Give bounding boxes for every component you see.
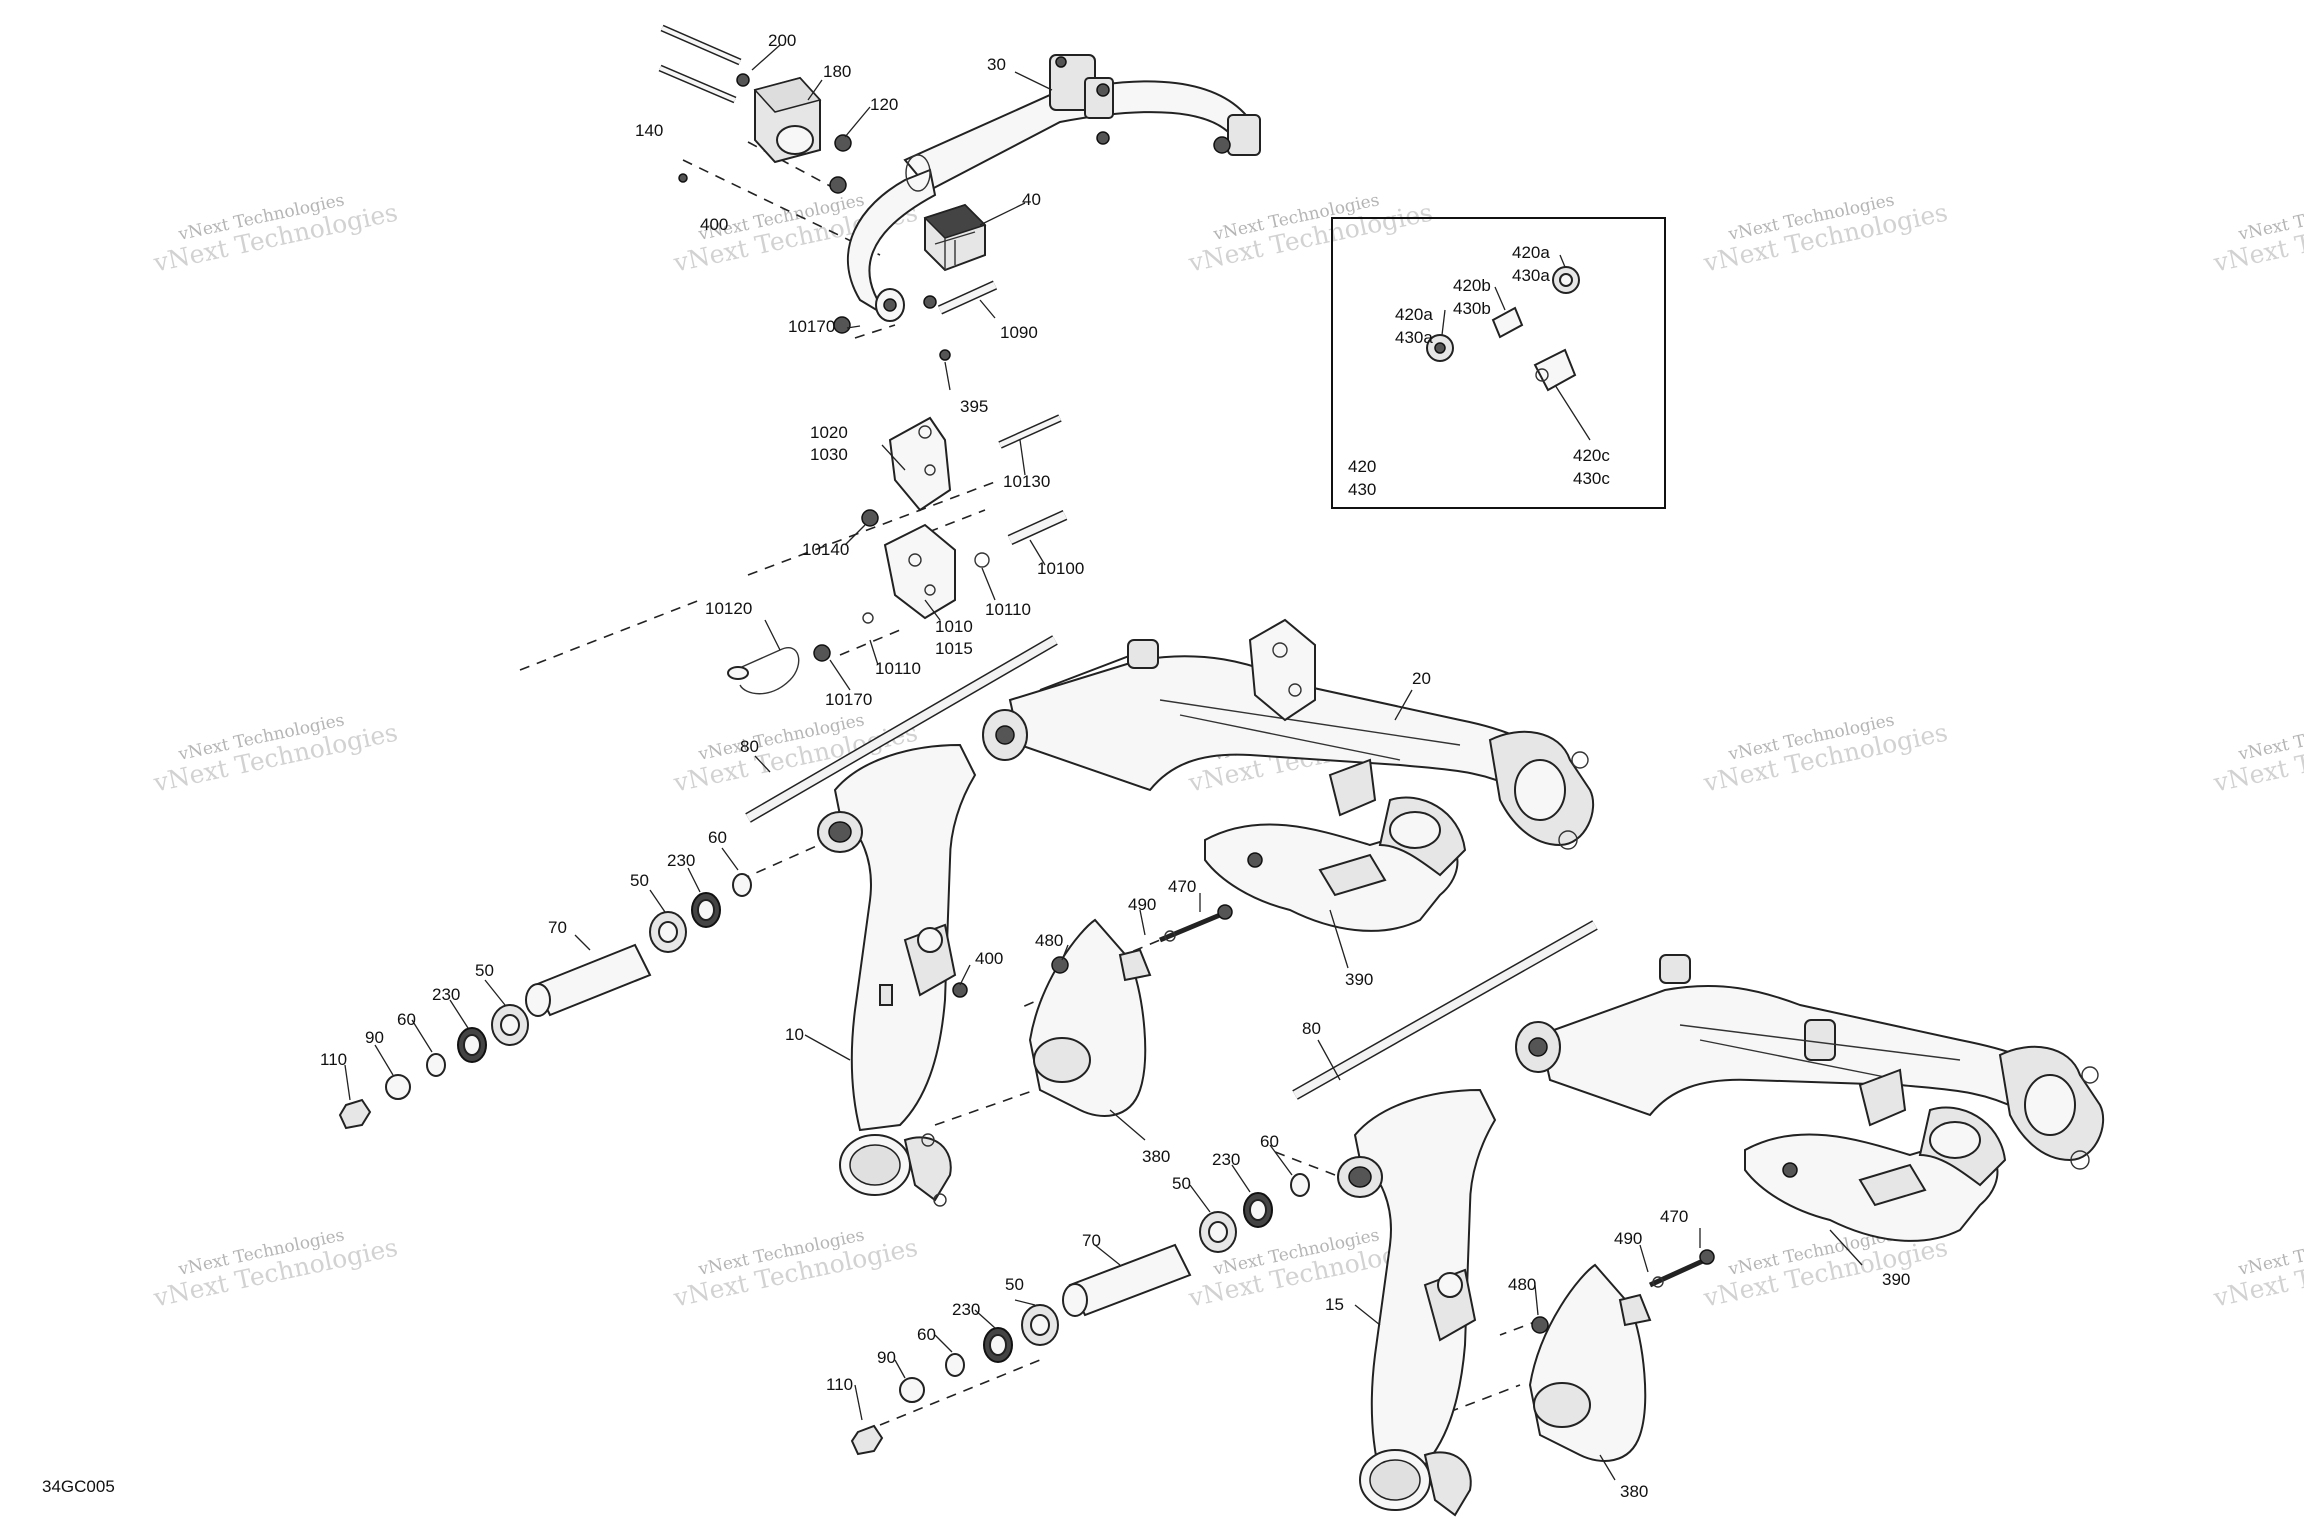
callout-label: 480 bbox=[1035, 931, 1063, 950]
callout-label: 80 bbox=[1302, 1019, 1321, 1038]
callout-label: 60 bbox=[1260, 1132, 1279, 1151]
callout-label: 90 bbox=[877, 1348, 896, 1367]
hair-pin-clip bbox=[727, 647, 800, 695]
trailing-arm-upper bbox=[982, 618, 1595, 850]
callout-label: 15 bbox=[1325, 1295, 1344, 1314]
callout-label: 10110 bbox=[875, 659, 921, 678]
callout-label: 180 bbox=[823, 62, 851, 81]
callout-label: 400 bbox=[700, 215, 728, 234]
callout-label: 200 bbox=[768, 31, 796, 50]
inset-label: 420 bbox=[1348, 457, 1376, 476]
callout-label: 120 bbox=[870, 95, 898, 114]
inset-label: 430a bbox=[1395, 328, 1433, 347]
callout-label: 230 bbox=[1212, 1150, 1240, 1169]
callout-label: 490 bbox=[1128, 895, 1156, 914]
bearing-stack-right-lower bbox=[850, 1173, 1310, 1456]
inset-label: 430 bbox=[1348, 480, 1376, 499]
callout-label: 10170 bbox=[788, 317, 835, 336]
callout-label: 380 bbox=[1142, 1147, 1170, 1166]
trailing-arm-upper-right bbox=[1515, 954, 2105, 1170]
callout-label: 230 bbox=[432, 985, 460, 1004]
callout-label: 10120 bbox=[705, 599, 752, 618]
clamp-bracket bbox=[658, 24, 852, 194]
callout-label: 10130 bbox=[1003, 472, 1050, 491]
bearing-stack-left-upper bbox=[338, 873, 752, 1130]
pivot-shaft-lower bbox=[1292, 920, 1598, 1100]
callout-labels: 200 180 30 120 140 400 40 10170 1090 395… bbox=[42, 31, 1910, 1501]
callout-label: 140 bbox=[635, 121, 663, 140]
diagram-code: 34GC005 bbox=[42, 1477, 115, 1496]
callout-label: 1090 bbox=[1000, 323, 1038, 342]
inset-label: 430b bbox=[1453, 299, 1491, 318]
detail-inset bbox=[1331, 217, 1666, 509]
inset-label: 420c bbox=[1573, 446, 1610, 465]
callout-label: 10170 bbox=[825, 690, 872, 709]
callout-label: 10140 bbox=[802, 540, 849, 559]
trailing-arm-lower-right bbox=[1337, 1088, 1497, 1517]
callout-label: 110 bbox=[826, 1375, 853, 1394]
callout-label: 60 bbox=[708, 828, 727, 847]
callout-label: 400 bbox=[975, 949, 1003, 968]
bushing-block bbox=[923, 203, 987, 272]
callout-label: 10 bbox=[785, 1025, 804, 1044]
callout-label: 40 bbox=[1022, 190, 1041, 209]
inset-label: 430a bbox=[1512, 266, 1550, 285]
callout-label: 470 bbox=[1660, 1207, 1688, 1226]
skid-guard-lower bbox=[1744, 1106, 2007, 1242]
brake-guard-left bbox=[1028, 904, 1233, 1117]
callout-label: 10100 bbox=[1037, 559, 1084, 578]
inset-label: 420a bbox=[1395, 305, 1433, 324]
inset-label: 420b bbox=[1453, 276, 1491, 295]
callout-label: 1020 bbox=[810, 423, 848, 442]
callout-label: 470 bbox=[1168, 877, 1196, 896]
mount-bracket-upper bbox=[861, 414, 1062, 527]
callout-label: 1010 bbox=[935, 617, 973, 636]
leader-lines bbox=[344, 44, 1863, 1481]
callout-label: 50 bbox=[1005, 1275, 1024, 1294]
callout-label: 10110 bbox=[985, 600, 1031, 619]
callout-label: 490 bbox=[1614, 1229, 1642, 1248]
callout-label: 390 bbox=[1345, 970, 1373, 989]
callout-label: 60 bbox=[917, 1325, 936, 1344]
bolt-1090 bbox=[833, 280, 998, 361]
callout-label: 50 bbox=[630, 871, 649, 890]
pivot-shaft-upper bbox=[745, 635, 1058, 823]
callout-label: 395 bbox=[960, 397, 988, 416]
callout-label: 60 bbox=[397, 1010, 416, 1029]
skid-guard-upper bbox=[1204, 796, 1467, 932]
callout-label: 380 bbox=[1620, 1482, 1648, 1501]
inset-label: 430c bbox=[1573, 469, 1610, 488]
callout-label: 30 bbox=[987, 55, 1006, 74]
callout-label: 20 bbox=[1412, 669, 1431, 688]
callout-label: 90 bbox=[365, 1028, 384, 1047]
callout-label: 230 bbox=[667, 851, 695, 870]
callout-label: 70 bbox=[548, 918, 567, 937]
callout-label: 480 bbox=[1508, 1275, 1536, 1294]
callout-label: 390 bbox=[1882, 1270, 1910, 1289]
mount-bracket-lower bbox=[813, 509, 1068, 662]
callout-label: 110 bbox=[320, 1050, 347, 1069]
callout-label: 1015 bbox=[935, 639, 973, 658]
callout-label: 50 bbox=[1172, 1174, 1191, 1193]
inset-label: 420a bbox=[1512, 243, 1550, 262]
brake-guard-right bbox=[1528, 1249, 1715, 1462]
callout-label: 50 bbox=[475, 961, 494, 980]
callout-label: 230 bbox=[952, 1300, 980, 1319]
callout-label: 1030 bbox=[810, 445, 848, 464]
trailing-arm-lower-left bbox=[817, 743, 977, 1207]
callout-label: 80 bbox=[740, 737, 759, 756]
anti-roll-bar bbox=[847, 54, 1261, 322]
callout-label: 70 bbox=[1082, 1231, 1101, 1250]
